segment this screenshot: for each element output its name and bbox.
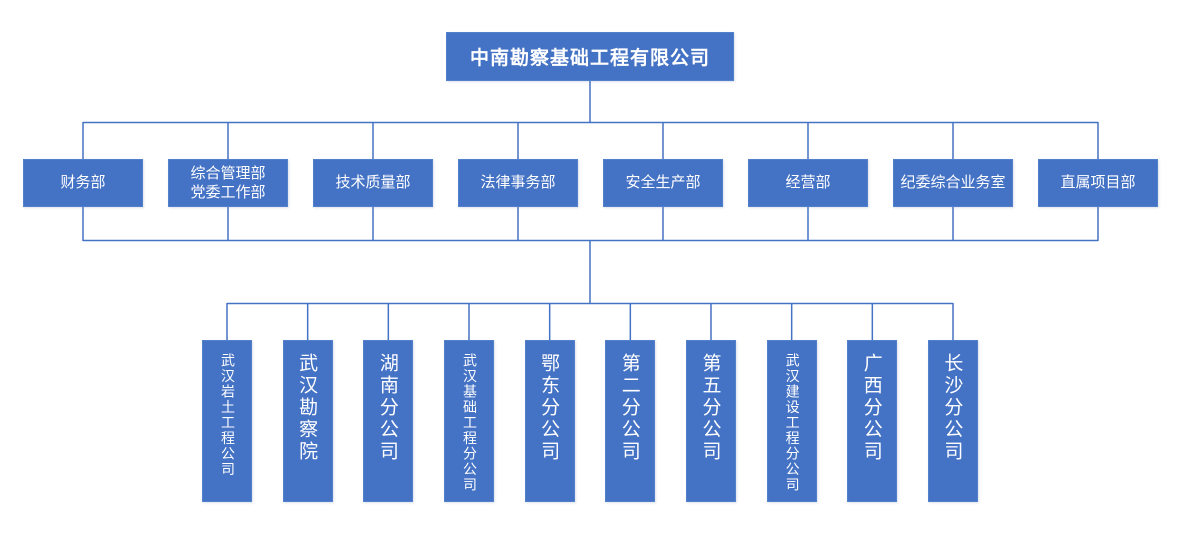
org-node-label: 纪委综合业务室: [900, 173, 1006, 192]
org-node-subsidiary-changsha-branch: 长沙分公司: [927, 340, 978, 502]
org-node-label: 经营部: [785, 173, 831, 192]
org-node-subsidiary-second-branch: 第二分公司: [605, 340, 656, 502]
org-node-subsidiary-wuhan-construction-branch: 武汉建设工程分公司: [766, 340, 817, 502]
org-node-label: 湖南分公司: [376, 353, 399, 463]
org-node-label: 直属项目部: [1060, 173, 1136, 192]
org-node-department-legal: 法律事务部: [458, 159, 578, 207]
org-node-label: 武汉岩土工程公司: [219, 353, 235, 477]
org-node-department-general-admin-party: 综合管理部 党委工作部: [168, 159, 288, 207]
org-node-subsidiary-guangxi-branch: 广西分公司: [847, 340, 898, 502]
org-node-subsidiary-edong-branch: 鄂东分公司: [524, 340, 575, 502]
org-node-label: 第五分公司: [699, 353, 722, 463]
org-node-label: 法律事务部: [480, 173, 556, 192]
org-node-department-tech-quality: 技术质量部: [313, 159, 433, 207]
org-node-root-label: 中南勘察基础工程有限公司: [469, 47, 710, 69]
org-node-label: 综合管理部 党委工作部: [190, 163, 266, 202]
org-node-subsidiary-fifth-branch: 第五分公司: [685, 340, 736, 502]
org-node-subsidiary-wuhan-foundation-branch: 武汉基础工程分公司: [443, 340, 494, 502]
org-node-department-safety: 安全生产部: [603, 159, 723, 207]
org-node-label: 技术质量部: [335, 173, 411, 192]
org-node-label: 武汉基础工程分公司: [460, 353, 477, 493]
org-node-label: 广西分公司: [860, 353, 883, 463]
org-node-root: 中南勘察基础工程有限公司: [446, 32, 734, 81]
org-node-label: 武汉建设工程分公司: [783, 353, 800, 493]
org-node-department-finance: 财务部: [23, 159, 143, 207]
org-node-label: 武汉勘察院: [296, 353, 319, 463]
org-node-department-direct-projects: 直属项目部: [1038, 159, 1158, 207]
departments-row: 财务部 综合管理部 党委工作部 技术质量部 法律事务部 安全生产部 经营部 纪委…: [23, 159, 1158, 207]
org-node-label: 第二分公司: [618, 353, 641, 463]
org-node-subsidiary-wuhan-geotech: 武汉岩土工程公司: [202, 340, 252, 502]
subsidiaries-row: 武汉岩土工程公司 武汉勘察院 湖南分公司 武汉基础工程分公司 鄂东分公司 第二分…: [202, 340, 978, 502]
org-node-label: 安全生产部: [625, 173, 701, 192]
org-node-subsidiary-hunan-branch: 湖南分公司: [363, 340, 414, 502]
org-node-label: 长沙分公司: [941, 353, 964, 463]
org-node-department-discipline-office: 纪委综合业务室: [893, 159, 1013, 207]
org-node-label: 财务部: [60, 173, 106, 192]
org-node-label: 鄂东分公司: [538, 353, 561, 463]
org-node-subsidiary-wuhan-survey-institute: 武汉勘察院: [282, 340, 333, 502]
org-node-department-business: 经营部: [748, 159, 868, 207]
